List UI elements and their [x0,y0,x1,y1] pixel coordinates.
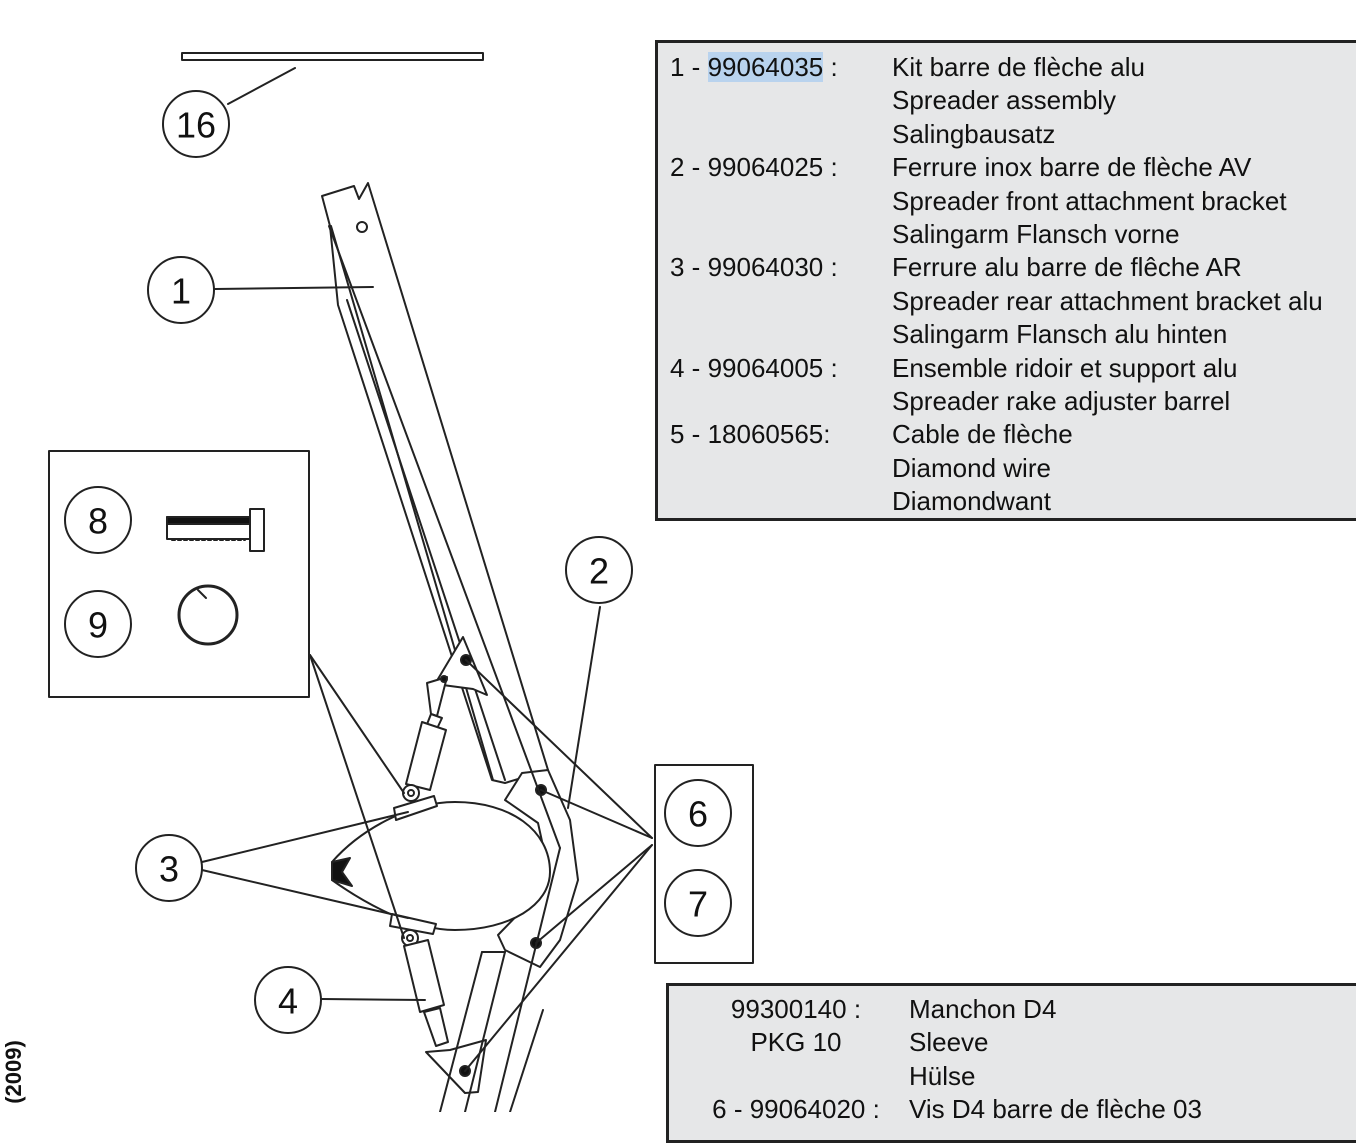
part-description: Diamondwant [892,486,1051,517]
part-description: Spreader assembly [892,85,1116,116]
part-description: Kit barre de flèche alu [892,52,1145,82]
callout-4: 4 [278,981,298,1022]
part-description: Cable de flèche [892,419,1073,450]
part-description: Spreader front attachment bracket [892,185,1287,216]
part-16-strip [181,52,484,61]
table-row: Spreader front attachment bracket [670,185,1356,218]
table-row: 4 - 99064005 : Ensemble ridoir et support… [670,352,1356,385]
diamond-wire-5 [328,225,561,849]
callout-2: 2 [589,551,609,592]
callout-6: 6 [688,794,708,835]
leader-67b [540,789,653,839]
callout-8-circle [64,486,132,554]
part-code: PKG 10 [750,1027,842,1058]
table-row: 6 - 99064020 : Vis D4 barre de flèche 03 [683,1093,1356,1126]
leader-3a [201,811,409,863]
part-code [670,318,892,351]
table-row: Salingbausatz [670,118,1356,151]
part-description: Diamond wire [892,452,1051,483]
part-4-turnbuckle-upper [402,675,448,802]
side-year-note: (2009) [1,1040,26,1104]
selected-text[interactable]: 99064035 [707,52,824,82]
part-description: Manchon D4 [909,994,1057,1024]
table-row: Diamond wire [670,452,1356,485]
leader-67a [465,659,653,839]
part-code: 99300140 : [730,994,862,1024]
table-row: 5 - 18060565: Cable de flèche [670,418,1356,451]
callout-3: 3 [159,849,179,890]
callout-1: 1 [171,271,191,312]
parts-list-table: 1 - 99064035 : Kit barre de flèche alu S… [655,40,1356,521]
part-code: 1 - 99064035 : [670,52,838,82]
leader-16 [227,67,296,105]
callout-7: 7 [688,884,708,925]
callout-4-circle [254,966,322,1034]
part-code [670,84,892,117]
part-4-turnbuckle-lower [401,929,449,1047]
part-code [670,485,892,518]
leader-4 [321,998,426,1001]
part-description: Ferrure inox barre de flèche AV [892,152,1252,183]
callout-6-circle [664,779,732,847]
table-row: Diamondwant [670,485,1356,518]
table-row: Spreader assembly [670,84,1356,117]
callout-1-circle [147,256,215,324]
part-description: Vis D4 barre de flèche 03 [909,1094,1202,1125]
part-description: Salingarm Flansch alu hinten [892,319,1228,350]
part-description: Spreader rake adjuster barrel [892,385,1231,416]
leader-2 [567,606,601,809]
part-description: Ensemble ridoir et support alu [892,352,1238,383]
leader-3b [201,869,409,919]
leader-67d [464,844,653,1072]
part-code: 3 - 99064030 : [670,252,838,283]
part-code [670,218,892,251]
part-code [683,1060,909,1093]
part-description: Ferrure alu barre de flêche AR [892,252,1242,283]
leader-67c [535,844,653,944]
part-code [670,118,892,151]
table-row: Salingarm Flansch alu hinten [670,318,1356,351]
table-row: Spreader rake adjuster barrel [670,385,1356,418]
part-code: 4 - 99064005 : [670,352,838,383]
part-description: Hülse [909,1060,976,1091]
part-code [670,285,892,318]
part-description: Salingarm Flansch vorne [892,218,1180,249]
part-description: Spreader rear attachment bracket alu [892,285,1323,316]
callout-2-circle [565,536,633,604]
table-row: PKG 10 Sleeve [683,1026,1356,1059]
leader-1 [214,286,374,290]
callout-16: 16 [176,105,216,146]
diamond-wire-5b [494,847,561,1112]
spreader-exploded-diagram: 16 1 2 3 4 6 7 8 9 [48,52,754,1112]
table-row: Salingarm Flansch vorne [670,218,1356,251]
callout-16-circle [162,90,230,158]
part-code [670,452,892,485]
part-description: Sleeve [909,1027,989,1058]
table-row: 3 - 99064030 : Ferrure alu barre de flêch… [670,251,1356,284]
table-row: Hülse [683,1060,1356,1093]
part-3-rear-bracket [331,795,551,935]
callout-8: 8 [88,501,108,542]
part-code: 2 - 99064025 : [670,152,838,183]
table-row: 99300140 : Manchon D4 [683,993,1356,1026]
callout-3-circle [135,834,203,902]
part-description: Salingbausatz [892,118,1056,149]
table-row: Spreader rear attachment bracket alu [670,285,1356,318]
table-row: 1 - 99064035 : Kit barre de flèche alu [670,51,1356,84]
callout-9: 9 [88,605,108,646]
callout-9-circle [64,590,132,658]
part-8-pin [166,508,265,552]
leader-89a [309,654,405,794]
part-code: 5 - 18060565: [670,419,831,450]
part-code: 6 - 99064020 : [712,1094,880,1125]
part-code [670,385,892,418]
table-row: 2 - 99064025 : Ferrure inox barre de flèc… [670,151,1356,184]
part-9-ring [177,584,239,646]
callout-7-circle [664,869,732,937]
leader-89b [309,654,405,939]
part-code [670,185,892,218]
